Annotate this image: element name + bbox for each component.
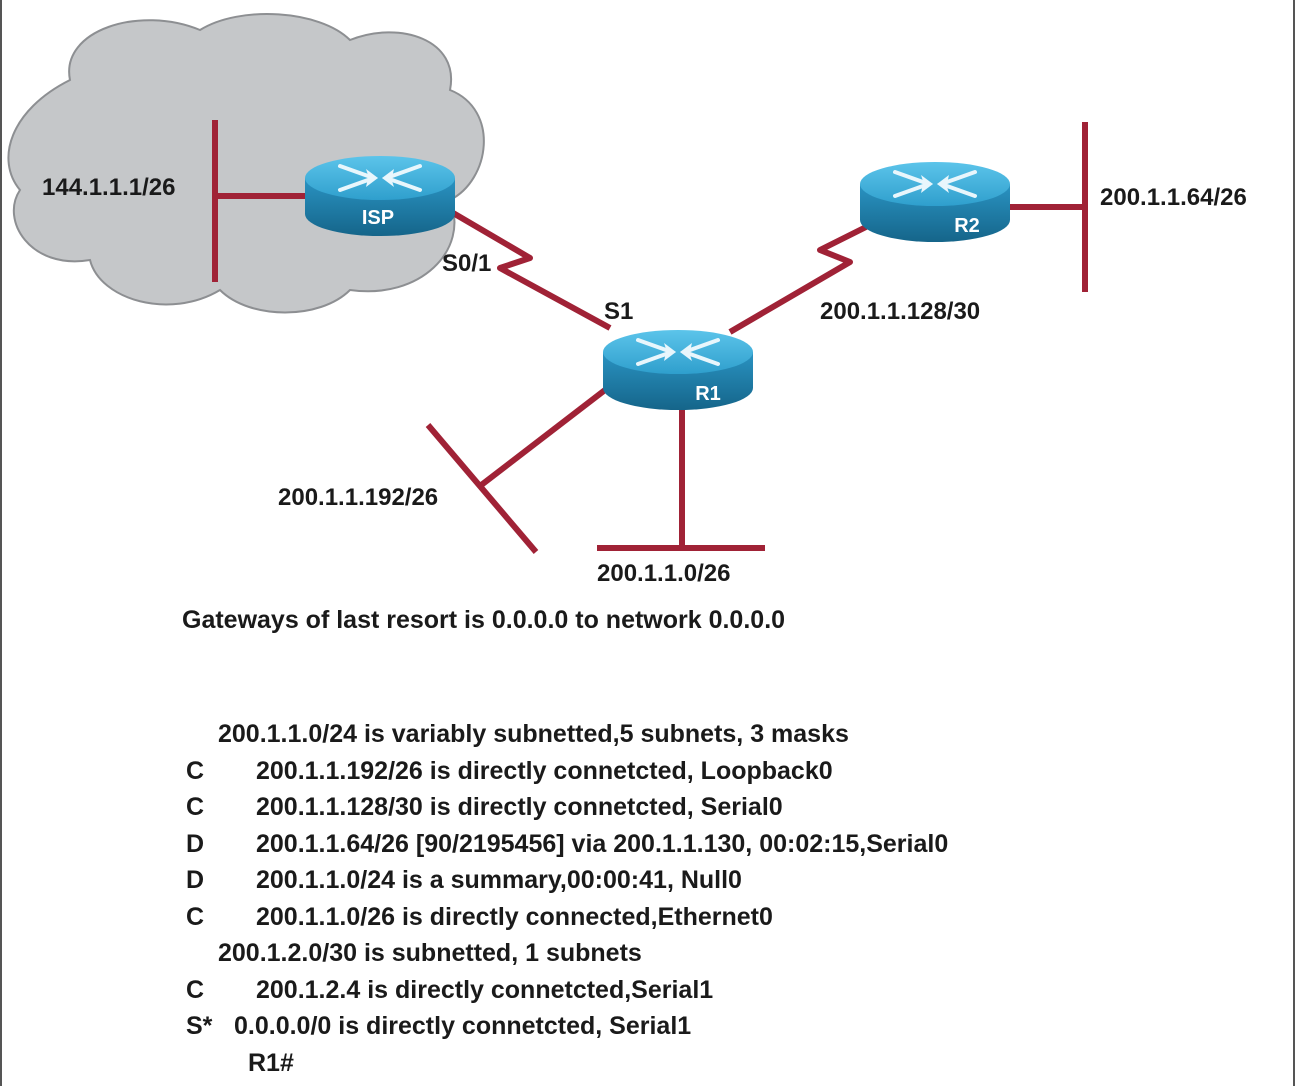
r1-loopback-label: 200.1.1.192/26: [278, 484, 439, 511]
router-r2-label: R2: [954, 215, 980, 237]
route-line: D 200.1.1.0/24 is a summary,00:00:41, Nul…: [186, 862, 948, 899]
route-code: D: [186, 866, 205, 894]
route-text: 200.1.1.0/24 is a summary,00:00:41, Null…: [256, 866, 742, 894]
route-code: C: [186, 975, 205, 1004]
route-text: 200.1.1.64/26 [90/2195456] via 200.1.1.1…: [256, 829, 949, 858]
route-code: C: [186, 756, 205, 785]
route-text: 200.1.1.192/26 is directly connetcted, L…: [256, 756, 833, 785]
route-line: C 200.1.1.192/26 is directly connetcted, …: [186, 753, 948, 790]
routing-table: 200.1.1.0/24 is variably subnetted,5 sub…: [186, 716, 948, 1081]
route-code: D: [186, 829, 205, 858]
route-line: S* 0.0.0.0/0 is directly connetcted, Seri…: [186, 1008, 948, 1045]
r1-loopback-link: [478, 387, 607, 489]
router-isp-icon[interactable]: ISP: [303, 154, 457, 238]
isp-r1-serial-link: [446, 207, 612, 331]
router-r1-label: R1: [695, 383, 721, 405]
route-line: 200.1.2.0/30 is subnetted, 1 subnets: [186, 935, 948, 972]
route-text: 200.1.2.0/30 is subnetted, 1 subnets: [218, 939, 642, 967]
route-text: 200.1.1.0/26 is directly connected,Ether…: [256, 902, 773, 931]
r1-loopback-segment: [425, 423, 539, 554]
r1-interface-label: S1: [604, 298, 634, 325]
route-text: 0.0.0.0/0 is directly connetcted, Serial…: [234, 1012, 692, 1040]
gateway-of-last-resort: Gateways of last resort is 0.0.0.0 to ne…: [182, 606, 786, 634]
route-code: S*: [186, 1012, 213, 1040]
r1-ethernet-label: 200.1.1.0/26: [597, 560, 731, 587]
route-line: C 200.1.2.4 is directly connetcted,Serial…: [186, 972, 948, 1009]
r1-r2-link-label: 200.1.1.128/30: [820, 298, 981, 325]
router-r2-icon[interactable]: R2: [858, 160, 1012, 244]
route-text: 200.1.1.128/30 is directly connetcted, S…: [256, 793, 783, 821]
route-line: D 200.1.1.64/26 [90/2195456] via 200.1.1.…: [186, 826, 948, 863]
route-text: 200.1.2.4 is directly connetcted,Serial1: [256, 975, 714, 1004]
route-line: R1#: [186, 1045, 948, 1082]
isp-network-label: 144.1.1.1/26: [42, 174, 176, 201]
r2-r1-serial-link: [728, 222, 872, 335]
isp-cloud: [7, 12, 485, 314]
isp-interface-label: S0/1: [442, 250, 492, 277]
route-line: 200.1.1.0/24 is variably subnetted,5 sub…: [186, 716, 948, 753]
route-text: 200.1.1.0/24 is variably subnetted,5 sub…: [218, 720, 849, 748]
router-isp-label: ISP: [362, 207, 394, 229]
route-line: C 200.1.1.128/30 is directly connetcted, …: [186, 789, 948, 826]
cli-prompt: R1#: [248, 1048, 294, 1077]
network-diagram: ISP R2 R1: [7, 12, 1088, 554]
r2-lan-label: 200.1.1.64/26: [1100, 184, 1247, 211]
router-r1-icon[interactable]: R1: [601, 328, 755, 412]
route-code: C: [186, 793, 205, 821]
route-code: C: [186, 902, 205, 931]
route-line: C 200.1.1.0/26 is directly connected,Ethe…: [186, 899, 948, 936]
